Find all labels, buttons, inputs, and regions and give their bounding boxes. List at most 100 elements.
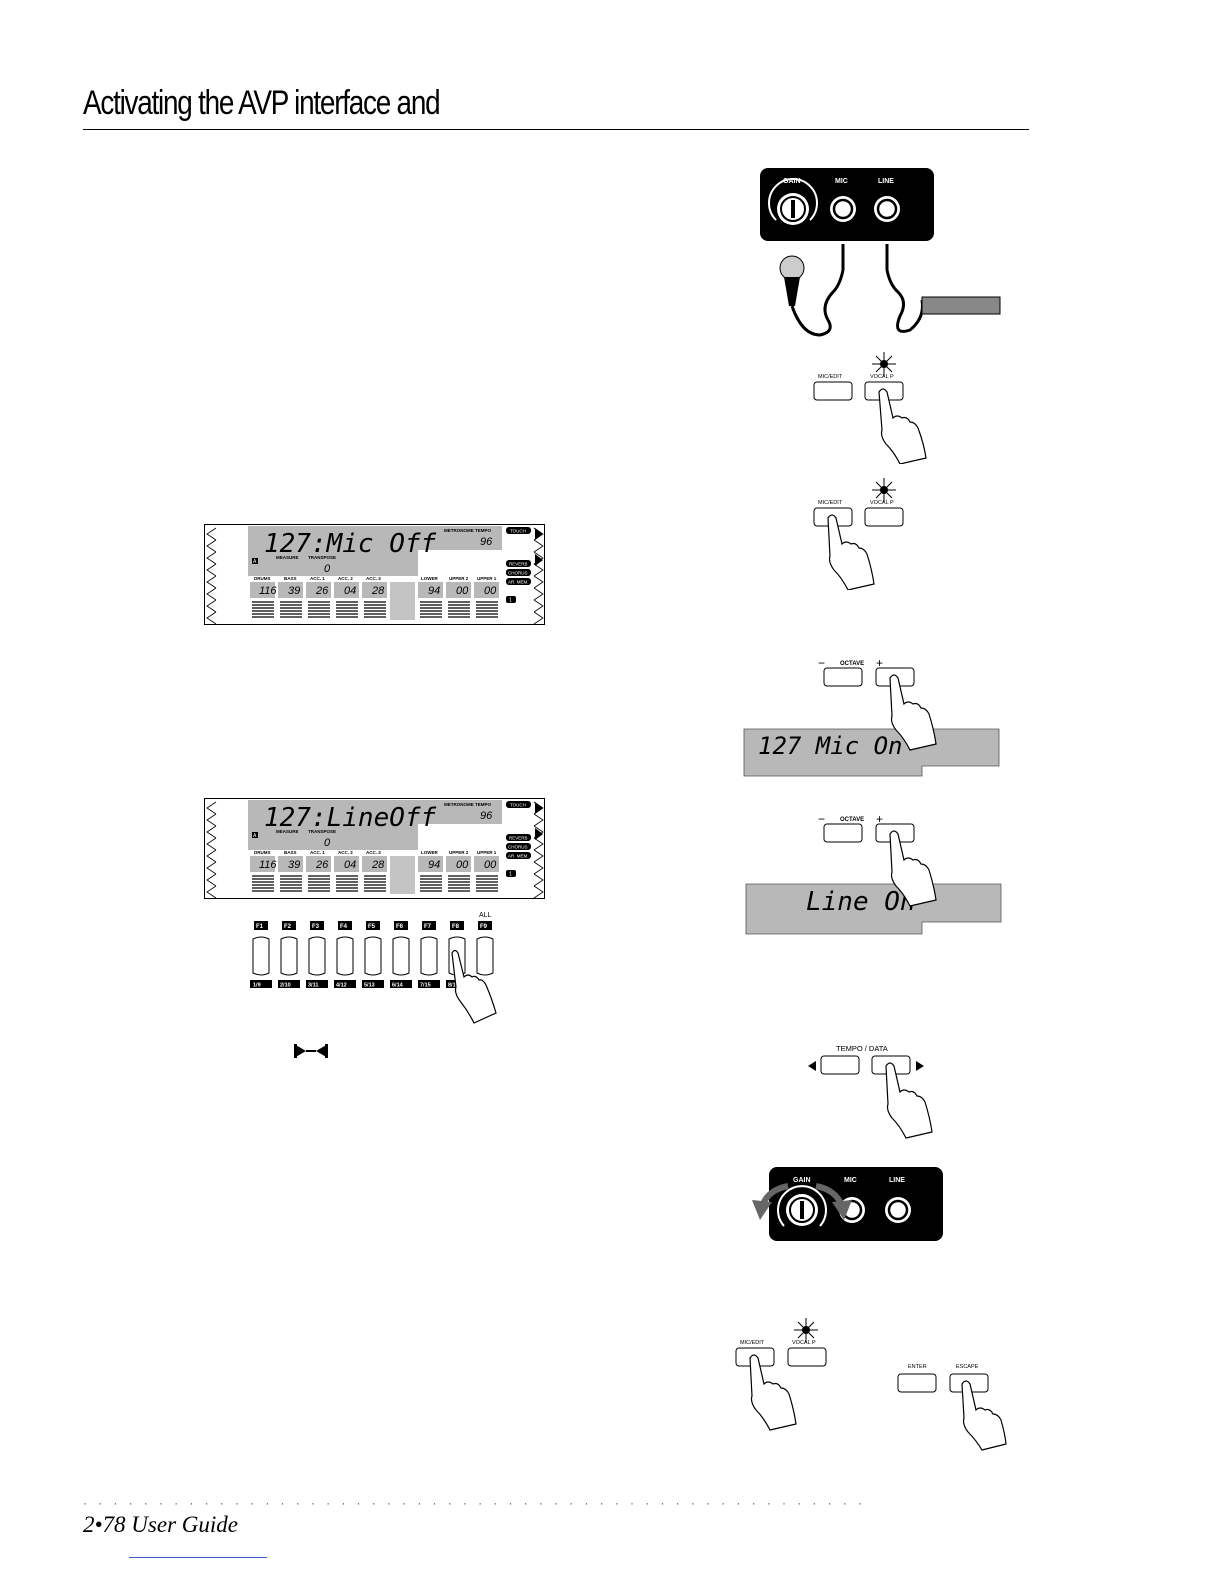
- track-name: LOWER: [421, 576, 438, 581]
- mic-edit-label: MIC/EDIT: [818, 500, 843, 506]
- vocal-p-button[interactable]: [864, 507, 904, 527]
- mic-edit-vocal-buttons-1: MIC/EDIT VOCAL P: [813, 352, 927, 464]
- left-arrow-icon: [808, 1061, 816, 1071]
- f-key-label: F3: [312, 924, 320, 930]
- footer-link-underline: [129, 1557, 267, 1558]
- vocal-p-label: VOCAL P: [792, 1340, 816, 1346]
- track-value: 26: [315, 859, 329, 871]
- f-key-label: F1: [256, 924, 264, 930]
- enter-button[interactable]: [897, 1373, 937, 1393]
- function-key-4[interactable]: [336, 936, 354, 976]
- track-name: ACC. 3: [366, 576, 381, 581]
- gain-label: GAIN: [793, 1177, 811, 1184]
- track-key-label: 8/16: [448, 983, 459, 989]
- footer-dotted-rule: ········································…: [83, 1496, 874, 1510]
- track-value: 04: [344, 585, 356, 597]
- track-value: 116: [259, 585, 277, 597]
- track-value: 28: [371, 585, 385, 597]
- gain-label: GAIN: [783, 178, 801, 185]
- track-name: LOWER: [421, 850, 438, 855]
- start-stop-icon: [294, 1044, 328, 1058]
- transpose-label: TRANSPOSE: [308, 555, 336, 560]
- track-name: BASS: [284, 576, 297, 581]
- lcd-display-mic-off: 127:Mic Off METRONOME TEMPO 96 A MEASURE…: [204, 524, 545, 625]
- all-label: ALL: [479, 912, 492, 919]
- vocal-p-button[interactable]: [787, 1347, 827, 1367]
- exit-buttons-panel: MIC/EDIT VOCAL P ENTER ESCAPE: [735, 1318, 1007, 1451]
- f-key-label: F4: [340, 924, 348, 930]
- line-on-display: [745, 883, 1002, 935]
- indicator-1: 1: [509, 872, 512, 878]
- function-key-2[interactable]: [280, 936, 298, 976]
- track-value: 04: [344, 859, 356, 871]
- track-strips: DRUMS BASS ACC. 1 ACC. 2 ACC. 3 LOWER UP…: [250, 850, 499, 892]
- microphone-icon: [779, 255, 805, 306]
- function-key-6[interactable]: [392, 936, 410, 976]
- transpose-label: TRANSPOSE: [308, 829, 336, 834]
- octave-label: OCTAVE: [840, 817, 864, 823]
- track-name: ACC. 1: [310, 850, 325, 855]
- function-key-5[interactable]: [364, 936, 382, 976]
- track-value: 94: [428, 859, 440, 871]
- f-key-label: F6: [396, 924, 404, 930]
- track-value: 116: [259, 859, 277, 871]
- page-footer: 2•78 User Guide: [83, 1512, 238, 1537]
- led-on-icon: [872, 352, 896, 376]
- function-key-9[interactable]: [476, 936, 494, 976]
- track-name: UPPER 2: [449, 576, 469, 581]
- f-key-label: F2: [284, 924, 292, 930]
- escape-label: ESCAPE: [956, 1364, 979, 1370]
- metronome-label: METRONOME: [444, 802, 474, 807]
- track-name: ACC. 2: [338, 850, 353, 855]
- track-value: 39: [288, 585, 300, 597]
- track-key-label: 7/15: [420, 983, 431, 989]
- track-strips: DRUMS BASS ACC. 1 ACC. 2 ACC. 3 LOWER UP…: [250, 576, 499, 618]
- lcd-main-text: 127:Mic Off: [264, 529, 437, 559]
- tempo-value: 96: [480, 810, 493, 822]
- track-key-label: 3/11: [308, 983, 318, 989]
- title-rule: [83, 129, 1029, 130]
- tempo-label: TEMPO: [475, 528, 492, 533]
- avp-input-panel: GAIN MIC LINE: [760, 168, 1001, 337]
- pressing-hand-icon: [827, 514, 875, 590]
- indicator-a: A: [253, 559, 257, 565]
- transpose-value: 0: [324, 837, 331, 849]
- mic-edit-button[interactable]: [813, 381, 853, 401]
- octave-minus-button[interactable]: [823, 823, 863, 843]
- pressing-hand-icon: [889, 674, 937, 751]
- octave-minus-label: −: [818, 656, 825, 670]
- track-name: DRUMS: [254, 850, 271, 855]
- mic-edit-vocal-buttons-2: MIC/EDIT VOCAL P: [813, 478, 904, 590]
- led-on-icon: [794, 1318, 818, 1342]
- right-arrow-icon: [916, 1061, 924, 1071]
- tempo-value: 96: [480, 536, 493, 548]
- tempo-down-button[interactable]: [820, 1055, 860, 1075]
- pressing-hand-icon: [961, 1380, 1007, 1451]
- tempo-label: TEMPO: [475, 802, 492, 807]
- measure-label: MEASURE: [276, 829, 299, 834]
- mic-label: MIC: [835, 178, 848, 185]
- pressing-hand-icon: [878, 388, 927, 464]
- mic-edit-label: MIC/EDIT: [818, 374, 843, 380]
- track-value: 00: [456, 859, 469, 871]
- mic-label: MIC: [844, 1177, 857, 1184]
- page-title: Activating the AVP interface and: [83, 84, 441, 122]
- measure-label: MEASURE: [276, 555, 299, 560]
- track-key-label: 5/13: [364, 983, 375, 989]
- octave-minus-button[interactable]: [823, 667, 863, 687]
- lcd-display-line-off: 127:LineOff METRONOME TEMPO 96 A MEASURE…: [204, 798, 545, 899]
- track-name: UPPER 1: [477, 850, 497, 855]
- f-key-label: F8: [452, 924, 460, 930]
- transpose-value: 0: [324, 563, 331, 575]
- track-value: 39: [288, 859, 300, 871]
- track-name: UPPER 1: [477, 576, 497, 581]
- track-value: 00: [484, 585, 497, 597]
- indicator-1: 1: [509, 598, 512, 604]
- line-device: [921, 296, 1001, 315]
- gain-adjust-panel: GAIN MIC LINE: [752, 1167, 943, 1241]
- function-key-1[interactable]: [252, 936, 270, 976]
- chorus-badge: CHORUS: [508, 571, 528, 576]
- reverb-badge: REVERB: [509, 836, 528, 841]
- function-key-7[interactable]: [420, 936, 438, 976]
- function-key-3[interactable]: [308, 936, 326, 976]
